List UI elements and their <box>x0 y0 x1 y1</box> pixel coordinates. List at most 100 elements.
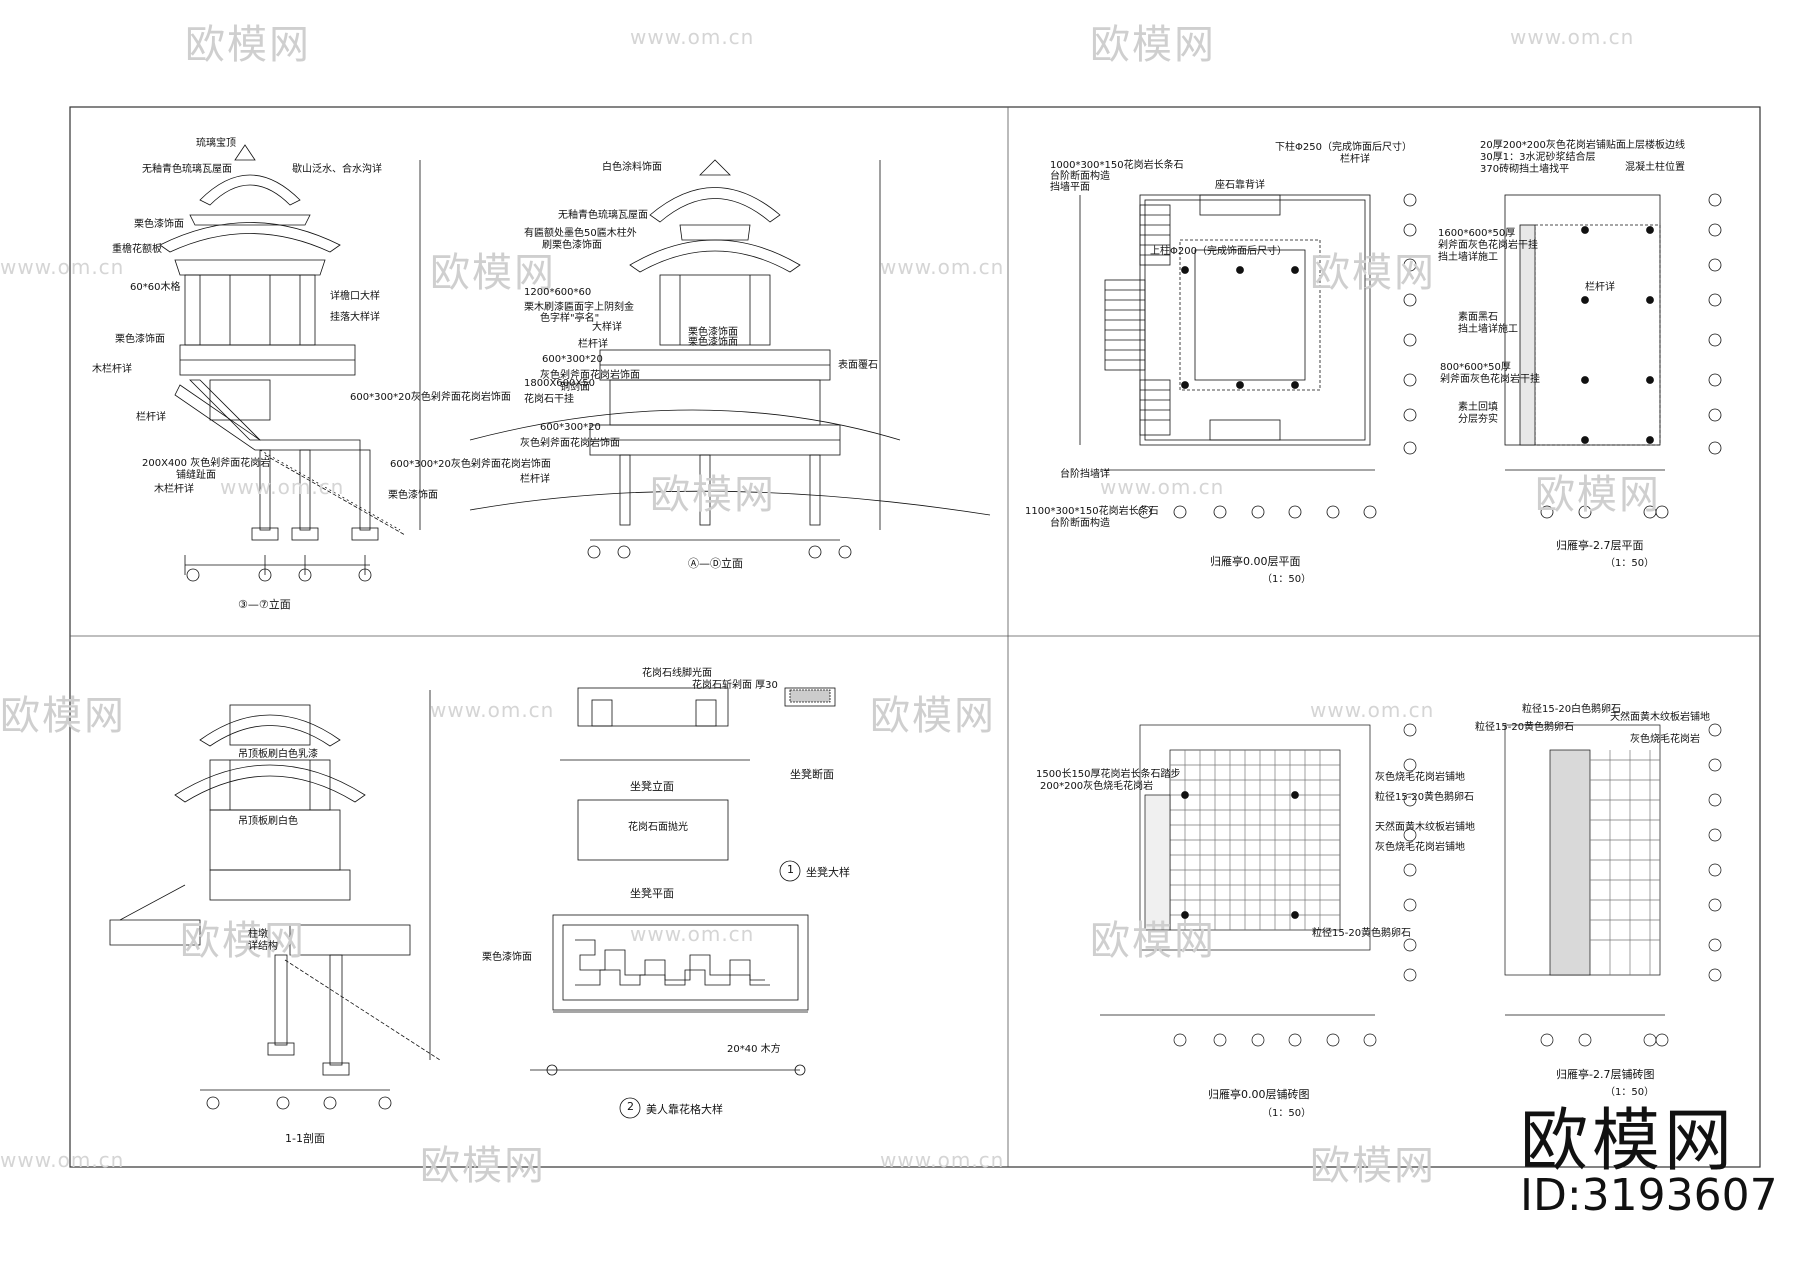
watermark-brand: 欧模网 <box>185 22 311 68</box>
annotation: 栏杆详 <box>520 474 550 485</box>
watermark-brand: 欧模网 <box>1090 918 1216 964</box>
watermark-url: www.om.cn <box>880 1148 1005 1172</box>
watermark-brand: 欧模网 <box>1310 1143 1436 1189</box>
annotation: 1800X600X50 <box>524 378 595 389</box>
view-scale: （1：50） <box>1605 1087 1655 1098</box>
annotation: 素面黑石 <box>1458 312 1498 323</box>
annotation: 台阶断面构造 <box>1050 518 1110 529</box>
annotation: 灰色烧毛花岗岩铺地 <box>1375 842 1465 853</box>
annotation: 栗色漆饰面 <box>688 327 738 338</box>
annotation: 20*40 木方 <box>727 1044 781 1055</box>
annotation: 灰色剁斧面花岗岩饰面 <box>540 370 640 381</box>
view-title: 坐凳平面 <box>630 887 674 900</box>
annotation: 栏杆详 <box>578 339 608 350</box>
view-title: 1-1剖面 <box>285 1132 325 1145</box>
annotation: 歇山泛水、合水沟详 <box>292 164 382 175</box>
annotation: 台阶断面构造 <box>1050 171 1110 182</box>
watermark-brand: 欧模网 <box>1535 472 1661 518</box>
annotation: 分层夯实 <box>1458 414 1498 425</box>
detail-number: 1 <box>787 863 794 876</box>
annotation: 挡土墙详施工 <box>1458 324 1518 335</box>
elevation-3-7 <box>159 144 421 582</box>
annotation: 60*60木格 <box>130 282 181 293</box>
annotation: 粒径15-20白色鹅卵石 <box>1522 704 1622 715</box>
annotation: 灰色烧毛花岗岩 <box>1630 734 1700 745</box>
paving-plan-level-0 <box>1100 723 1417 1047</box>
view-title: 归雁亭-2.7层铺砖图 <box>1556 1068 1655 1081</box>
watermark-url: www.om.cn <box>1100 475 1225 499</box>
annotation: 上柱Φ200（完成饰面后尺寸） <box>1150 246 1287 257</box>
annotation: 灰色剁斧面花岗岩饰面 <box>520 438 620 449</box>
watermark-url: www.om.cn <box>220 475 345 499</box>
annotation: 600*300*20 <box>542 354 603 365</box>
view-title: 归雁亭-2.7层平面 <box>1556 539 1644 552</box>
watermark-brand: 欧模网 <box>430 250 556 296</box>
detail-number: 2 <box>627 1100 634 1113</box>
annotation: 粒径15-20黄色鹅卵石 <box>1475 722 1575 733</box>
view-title: 归雁亭0.00层平面 <box>1210 555 1301 568</box>
annotation: 600*300*20灰色剁斧面花岗岩饰面 <box>350 392 511 403</box>
annotation: 600*300*20 <box>540 422 601 433</box>
sheet-frame <box>69 106 1761 1168</box>
view-scale: （1：50） <box>1262 1108 1312 1119</box>
watermark-url: www.om.cn <box>1510 25 1635 49</box>
annotation: 大样详 <box>592 322 622 333</box>
annotation: 1600*600*50厚 <box>1438 228 1516 239</box>
annotation: 花岗石干挂 <box>524 394 574 405</box>
annotation: 详檐口大样 <box>330 291 380 302</box>
annotation: 800*600*50厚 <box>1440 362 1511 373</box>
annotation: 200*200灰色烧毛花岗岩 <box>1040 781 1154 792</box>
plan-level-minus-2-7 <box>1504 193 1722 519</box>
watermark-url: www.om.cn <box>430 698 555 722</box>
view-title: 坐凳大样 <box>806 866 850 879</box>
annotation: 挡土墙详施工 <box>1438 252 1498 263</box>
annotation: 花岗石线脚光面 <box>642 668 712 679</box>
annotation: 栏杆详 <box>1340 154 1370 165</box>
annotation: 花岗石面抛光 <box>628 822 688 833</box>
annotation: 栗色漆饰面 <box>688 337 738 348</box>
annotation: 有匾额处墨色50匾木柱外 <box>524 228 637 239</box>
annotation: 素土回填 <box>1458 402 1498 413</box>
annotation: 无釉青色琉璃瓦屋面 <box>142 164 232 175</box>
annotation: 200X400 灰色剁斧面花岗岩 <box>142 458 271 469</box>
annotation: 无釉青色琉璃瓦屋面 <box>558 210 648 221</box>
annotation: 吊顶板刷白色 <box>238 816 298 827</box>
watermark-brand: 欧模网 <box>870 693 996 739</box>
view-title: Ⓐ—Ⓓ立面 <box>688 557 743 570</box>
annotation: 下柱Φ250（完成饰面后尺寸） <box>1275 142 1412 153</box>
paving-plan-level-minus-2-7 <box>1504 723 1722 1047</box>
annotation: 栏杆详 <box>136 412 166 423</box>
watermark-brand: 欧模网 <box>0 693 126 739</box>
annotation: 详结构 <box>248 941 278 952</box>
watermark-url: www.om.cn <box>630 922 755 946</box>
annotation: 栗色漆饰面 <box>482 952 532 963</box>
bench-detail <box>560 687 836 882</box>
view-title: ③—⑦立面 <box>238 598 291 611</box>
annotation: 木栏杆详 <box>154 484 194 495</box>
annotation: 表面覆石 <box>838 360 878 371</box>
annotation: 600*300*20灰色剁斧面花岗岩饰面 <box>390 459 551 470</box>
watermark-url: www.om.cn <box>880 255 1005 279</box>
watermark-url: www.om.cn <box>630 25 755 49</box>
annotation: 台阶挡墙详 <box>1060 469 1110 480</box>
elevation-a-d <box>469 159 991 559</box>
annotation: 铜剑面 <box>560 382 590 393</box>
watermark-brand: 欧模网 <box>1090 22 1216 68</box>
annotation: 天然面黄木纹板岩铺地 <box>1375 822 1475 833</box>
annotation: 琉璃宝顶 <box>196 138 236 149</box>
annotation: 栗色漆饰面 <box>134 219 184 230</box>
annotation: 灰色烧毛花岗岩铺地 <box>1375 772 1465 783</box>
annotation: 栗木刷漆匾面字上阴刻金 <box>524 302 634 313</box>
annotation: 30厚1：3水泥砂浆结合层 <box>1480 152 1596 163</box>
view-title: 坐凳断面 <box>790 768 834 781</box>
annotation: 挂落大样详 <box>330 312 380 323</box>
annotation: 色字样"亭名" <box>540 313 600 324</box>
view-title: 归雁亭0.00层铺砖图 <box>1208 1088 1310 1101</box>
annotation: 木栏杆详 <box>92 364 132 375</box>
annotation: 粒径15-20黄色鹅卵石 <box>1312 928 1412 939</box>
watermark-url: www.om.cn <box>0 1148 125 1172</box>
annotation: 20厚200*200灰色花岗岩铺贴面 <box>1480 140 1626 151</box>
annotation: 剁斧面灰色花岗岩干挂 <box>1440 374 1540 385</box>
annotation: 刷栗色漆饰面 <box>542 240 602 251</box>
